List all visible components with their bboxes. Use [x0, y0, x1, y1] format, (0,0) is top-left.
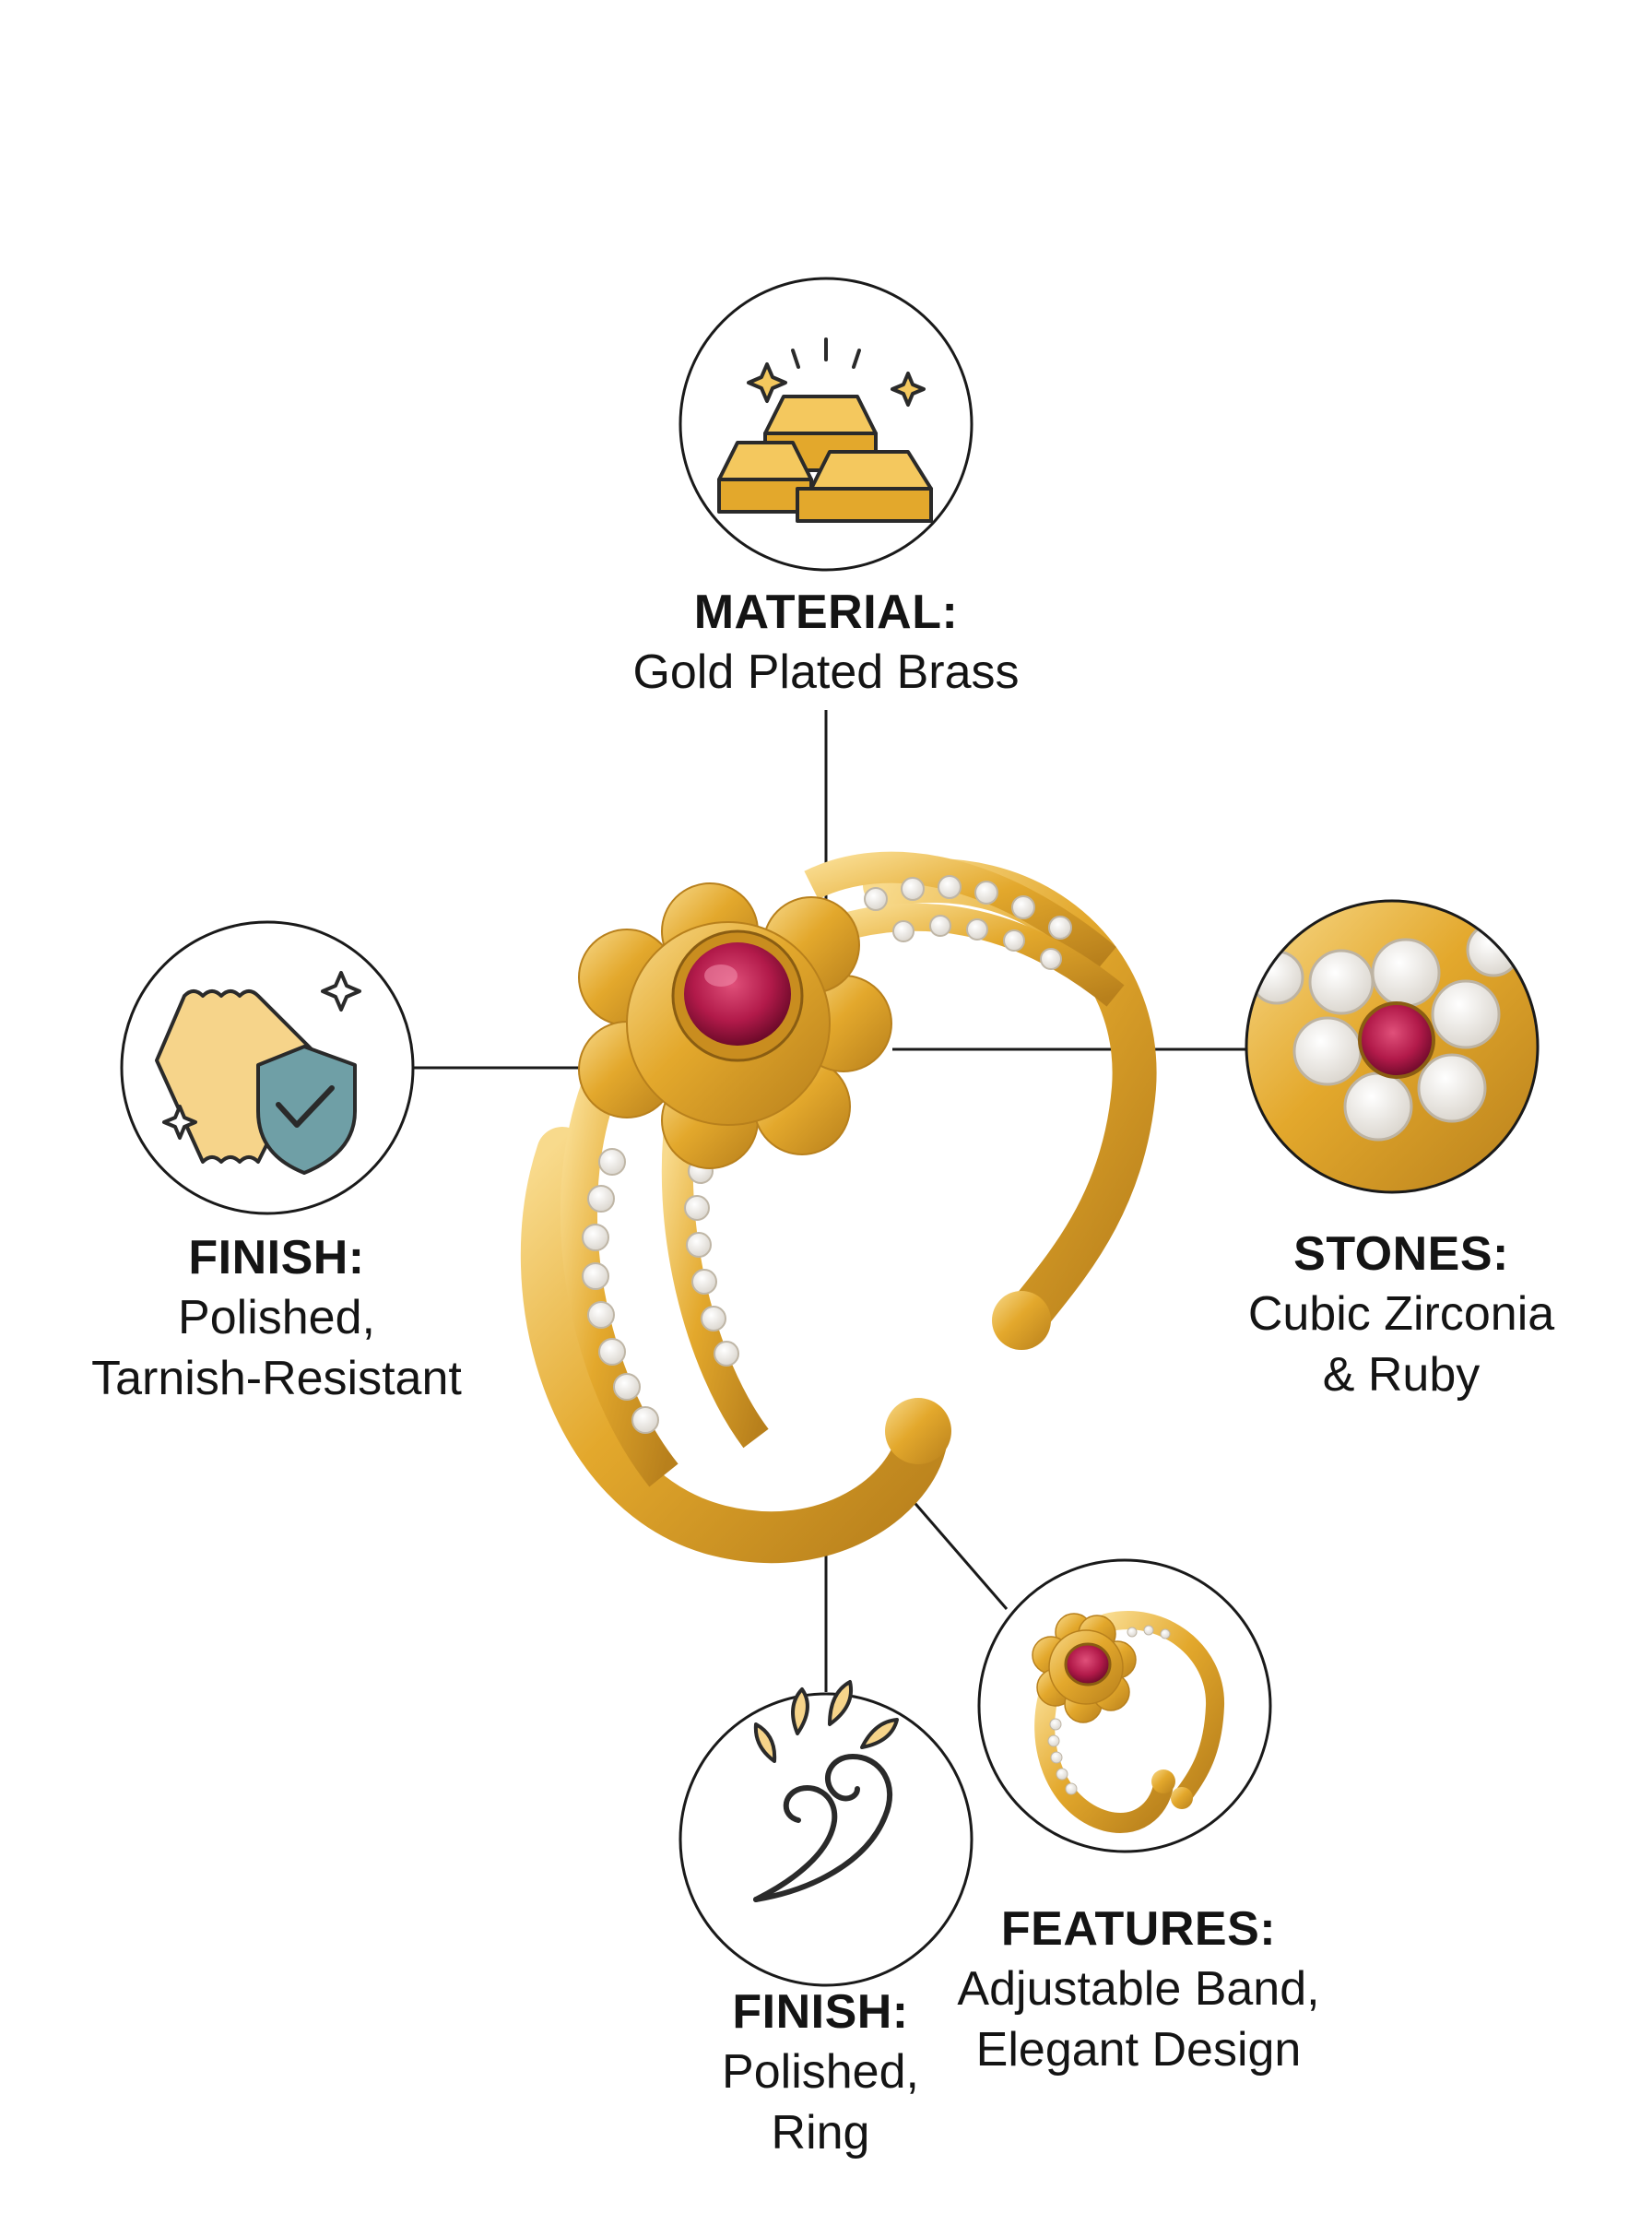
- shield-check-icon: [155, 971, 361, 1175]
- stones-heading: STONES:: [1293, 1227, 1509, 1281]
- finish-bottom-line-2: Ring: [771, 2106, 870, 2160]
- stones-line-2: & Ruby: [1322, 1348, 1481, 1402]
- finish-left-icon-circle: [120, 920, 415, 1215]
- material-heading: MATERIAL:: [693, 586, 959, 639]
- finish-left-line-1: Polished,: [178, 1291, 375, 1344]
- features-heading: FEATURES:: [1000, 1902, 1277, 1956]
- features-icon-circle: [977, 1558, 1272, 1853]
- features-line-2: Elegant Design: [975, 2023, 1302, 2077]
- features-label: FEATURES: Adjustable Band, Elegant Desig…: [913, 1899, 1364, 2080]
- features-line-1: Adjustable Band,: [957, 1962, 1320, 2016]
- finish-bottom-icon-circle: [678, 1680, 974, 1987]
- gold-bars-icon: [717, 337, 933, 523]
- material-line-1: Gold Plated Brass: [632, 645, 1020, 699]
- material-label: MATERIAL: Gold Plated Brass: [549, 583, 1103, 703]
- ring-thumbnail-icon: [1032, 1611, 1225, 1833]
- finish-bottom-label: FINISH: Polished, Ring: [673, 1982, 968, 2163]
- finish-bottom-heading: FINISH:: [732, 1985, 909, 2039]
- ring-photo: [520, 851, 1157, 1564]
- stones-line-1: Cubic Zirconia: [1247, 1287, 1555, 1341]
- finish-left-heading: FINISH:: [188, 1231, 365, 1284]
- stones-icon-circle: [1245, 899, 1540, 1194]
- finish-bottom-line-1: Polished,: [722, 2045, 919, 2099]
- swirl-icon: [753, 1680, 899, 1902]
- finish-left-line-2: Tarnish-Resistant: [91, 1352, 462, 1405]
- stones-label: STONES: Cubic Zirconia & Ruby: [1180, 1225, 1622, 1405]
- finish-left-label: FINISH: Polished, Tarnish-Resistant: [37, 1228, 516, 1409]
- material-icon-circle: [678, 277, 974, 572]
